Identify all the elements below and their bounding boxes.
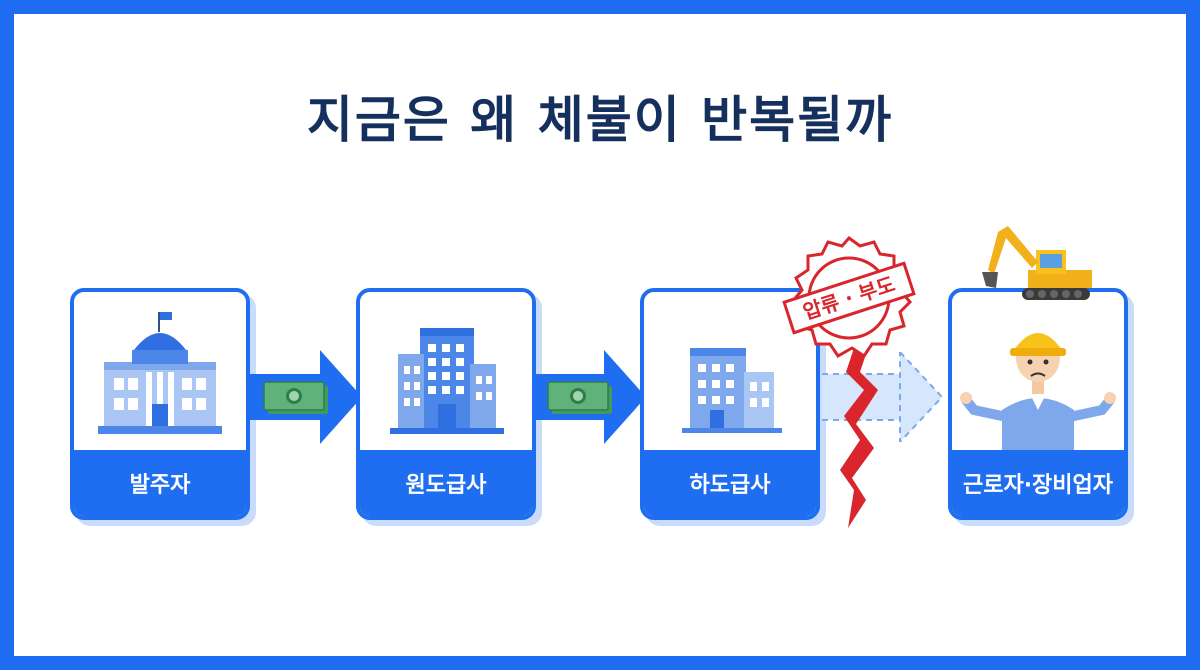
payment-arrow-2 xyxy=(534,350,646,444)
node-worker-equipment: 근로자·장비업자 xyxy=(948,288,1128,520)
node-label: 근로자·장비업자 xyxy=(952,450,1124,516)
node-label: 원도급사 xyxy=(360,450,532,516)
government-building-icon xyxy=(98,312,222,434)
node-label: 발주자 xyxy=(74,450,246,516)
seizure-bankruptcy-stamp: 압류 · 부도 xyxy=(782,235,916,359)
money-icon xyxy=(263,381,328,414)
page-title: 지금은 왜 체불이 반복될까 xyxy=(306,91,894,149)
node-client: 발주자 xyxy=(70,288,250,520)
crack-icon xyxy=(840,330,878,528)
payment-arrow-1 xyxy=(250,350,362,444)
small-office-icon xyxy=(682,348,782,433)
money-icon xyxy=(547,381,612,414)
node-subcontractor: 하도급사 xyxy=(640,288,820,520)
construction-worker-icon xyxy=(960,333,1116,454)
excavator-icon xyxy=(982,226,1092,300)
node-prime-contractor: 원도급사 xyxy=(356,288,536,520)
node-label: 하도급사 xyxy=(644,450,816,516)
office-tower-icon xyxy=(390,328,504,434)
